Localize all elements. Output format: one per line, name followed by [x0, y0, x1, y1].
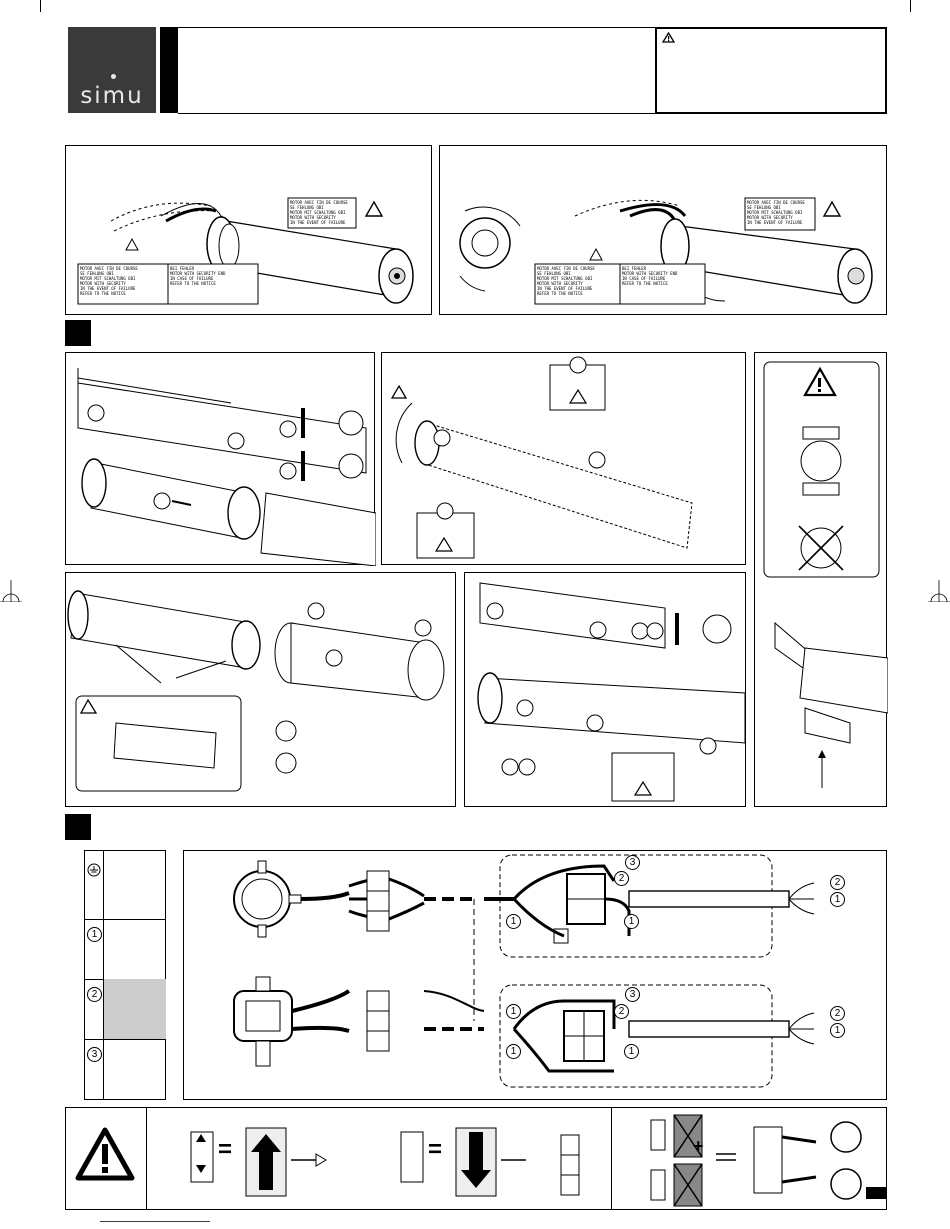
- mounting-drawing: [763, 361, 889, 788]
- warning-triangle-icon: [662, 32, 675, 43]
- direction-sequence-drawing: [190, 1127, 580, 1197]
- callout-1-right-top: 1: [624, 914, 639, 929]
- legend-one: 1: [87, 927, 102, 942]
- equals-sign-2: =: [428, 1136, 443, 1163]
- callout-1-right-bottom: 1: [624, 1044, 639, 1059]
- motor-drawing-left: [77, 197, 414, 305]
- legend-2-bottom: 2: [830, 1006, 845, 1021]
- legend-1-bottom: 1: [830, 1023, 845, 1038]
- plus-sign: +: [693, 1136, 704, 1156]
- callout-1-upper-bottom: 1: [506, 1004, 521, 1019]
- crop-mark-top-left: [40, 0, 41, 12]
- tube-assembly-drawing: [67, 590, 445, 792]
- registration-mark-right: [928, 580, 950, 602]
- legend-1-top: 1: [830, 892, 845, 907]
- callout-1-left-bottom: 1: [506, 1044, 521, 1059]
- warning-triangle-icon: [75, 1127, 135, 1181]
- tube-measure-drawing: [77, 368, 377, 567]
- tube-drill-drawing: [477, 582, 746, 802]
- legend-2-top: 2: [830, 875, 845, 890]
- direction-check-panel: = = +: [65, 1107, 887, 1210]
- wiring-schematic: [233, 854, 815, 1088]
- ground-symbol-icon: [87, 863, 101, 877]
- callout-2-top: 2: [614, 871, 629, 886]
- mounting-panel: [754, 352, 889, 807]
- legend-two: 2: [87, 987, 102, 1002]
- step-1-badge: [65, 320, 91, 346]
- motor-label-panel-left: MOTOR AVEC FIN DE COURSE SE FEHLUNG OBI …: [65, 145, 432, 315]
- callout-3-top: 3: [625, 855, 640, 870]
- header-warning-box: [655, 27, 887, 114]
- wiring-diagram: 3 2 1 1 2 1 3 2 1 1 1 2 1: [183, 850, 887, 1100]
- motor-drawing-right: [459, 197, 873, 305]
- step-2-badge: [65, 814, 91, 840]
- header-accent-bar: [160, 27, 178, 113]
- simu-logo: simu: [68, 27, 156, 113]
- header-title-box: [178, 27, 656, 114]
- installation-panel-b: [381, 352, 746, 565]
- installation-panel-c: [65, 572, 456, 807]
- footer-link-underline: [100, 1221, 210, 1222]
- installation-panel-d: [464, 572, 746, 807]
- registration-mark-left: [0, 580, 22, 602]
- equals-sign-1: =: [218, 1136, 233, 1163]
- motor-label-text: MOTOR AVEC FIN DE COURSE SE FEHLUNG OBI …: [290, 200, 348, 225]
- page-number-tab: [866, 1187, 886, 1199]
- installation-panel-a: [65, 352, 377, 567]
- callout-3-bottom: 3: [625, 987, 640, 1002]
- crop-mark-top-right: [910, 0, 911, 12]
- wiring-legend: 1 2 3: [84, 850, 166, 1100]
- swap-wires-drawing: [650, 1114, 862, 1207]
- tube-rotation-drawing: [390, 356, 693, 559]
- legend-three: 3: [87, 1047, 102, 1062]
- callout-2-bottom: 2: [614, 1004, 629, 1019]
- callout-1-left-top: 1: [506, 914, 521, 929]
